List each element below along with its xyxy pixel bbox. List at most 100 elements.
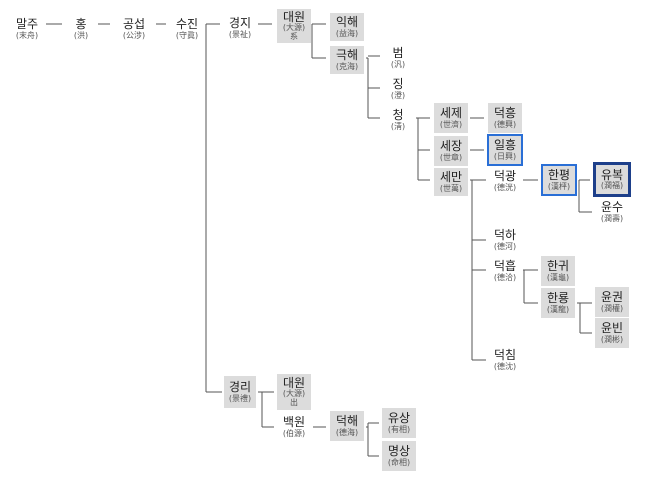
person-seojang: 세장 (世章) — [434, 136, 468, 166]
person-hanja: (末舟) — [15, 30, 39, 40]
person-hanja: (漢枰) — [547, 181, 571, 191]
person-hanja: (大源) — [282, 389, 306, 399]
person-baegwon: 백원 (伯源) — [277, 413, 311, 441]
person-hanja: (世章) — [439, 152, 463, 162]
person-hanja: (德海) — [335, 427, 359, 437]
person-deokgwang: 덕광 (德洸) — [489, 167, 521, 195]
person-cheong: 청 (淸) — [383, 106, 413, 134]
person-daewon-adopted-out: 대원 (大源) 出 — [277, 374, 311, 410]
person-name: 덕하 — [493, 228, 517, 242]
person-name: 한룡 — [546, 291, 570, 305]
person-name: 윤수 — [600, 200, 624, 214]
person-deokchim: 덕침 (德沈) — [489, 346, 521, 374]
person-name: 범 — [392, 46, 404, 60]
person-name: 청 — [392, 108, 404, 122]
person-hanja: (潤彬) — [600, 334, 624, 344]
person-yunsu: 윤수 (潤壽) — [595, 198, 629, 226]
person-name: 세만 — [439, 170, 463, 184]
person-hanja: (守眞) — [175, 30, 199, 40]
person-gyeongri: 경리 (景禮) — [224, 376, 256, 408]
person-gyeongji: 경지 (景祉) — [224, 14, 256, 42]
person-name: 윤빈 — [600, 321, 624, 335]
person-hanja: (洪) — [73, 30, 89, 40]
person-seman: 세만 (世萬) — [434, 168, 468, 196]
person-name: 덕해 — [335, 414, 359, 428]
person-hanja: (德沈) — [493, 361, 517, 371]
person-hanja: (世濟) — [439, 119, 463, 129]
person-beom: 범 (汎) — [383, 44, 413, 72]
person-name: 한평 — [547, 168, 571, 182]
person-yusang: 유상 (有相) — [382, 408, 416, 438]
person-geukhae: 극해 (克海) — [330, 46, 364, 74]
person-name: 덕흡 — [493, 259, 517, 273]
adoption-mark: 出 — [290, 397, 298, 407]
person-name: 한귀 — [546, 259, 570, 273]
person-name: 홍 — [75, 17, 87, 31]
person-name: 대원 — [282, 9, 306, 24]
person-name: 덕침 — [493, 348, 517, 362]
person-name: 명상 — [387, 444, 411, 458]
person-name: 극해 — [335, 48, 359, 62]
person-hangwi: 한귀 (漢龜) — [541, 256, 575, 286]
person-hanja: (命相) — [387, 457, 411, 467]
person-myeongsang: 명상 (命相) — [382, 441, 416, 471]
person-name: 대원 — [282, 375, 306, 390]
person-hanja: (克海) — [335, 61, 359, 71]
person-name: 일흥 — [493, 138, 517, 152]
person-deokheung: 덕흥 (德興) — [488, 103, 522, 133]
person-hanja: (景祉) — [228, 29, 252, 39]
person-name: 수진 — [175, 17, 199, 31]
person-hanja: (潤權) — [600, 303, 624, 313]
adoption-mark: 系 — [290, 31, 298, 41]
person-deokhae: 덕해 (德海) — [330, 411, 364, 441]
person-daewon-adopted-in: 대원 (大源) 系 — [277, 9, 311, 43]
person-hanja: (益海) — [335, 28, 359, 38]
person-gongseop: 공섭 (公涉) — [115, 15, 153, 43]
person-ikhae: 익해 (益海) — [330, 13, 364, 41]
person-hanpyeong: 한평 (漢枰) — [541, 164, 577, 196]
person-hanja: (漢龍) — [546, 304, 570, 314]
person-name: 경리 — [228, 380, 252, 394]
person-yunbok: 유복 (潤福) — [593, 162, 631, 197]
person-hong: 홍 (洪) — [68, 15, 94, 43]
person-hanja: (潤壽) — [600, 213, 624, 223]
person-hanja: (德興) — [493, 119, 517, 129]
person-ilheung: 일흥 (日興) — [487, 134, 523, 166]
person-name: 백원 — [282, 415, 306, 429]
person-name: 세장 — [439, 139, 463, 153]
person-hanja: (有相) — [387, 424, 411, 434]
person-deokha: 덕하 (德河) — [489, 226, 521, 254]
person-hanja: (日興) — [493, 151, 517, 161]
person-hanja: (景禮) — [228, 393, 252, 403]
person-name: 유복 — [600, 167, 624, 182]
person-name: 유상 — [387, 411, 411, 425]
person-hanja: (大源) — [282, 23, 306, 33]
person-hanja: (德洸) — [493, 182, 517, 192]
person-name: 덕흥 — [493, 106, 517, 120]
person-sujin: 수진 (守眞) — [170, 15, 204, 43]
person-yunbin: 윤빈 (潤彬) — [595, 318, 629, 348]
person-name: 공섭 — [122, 17, 146, 31]
person-name: 윤권 — [600, 290, 624, 304]
person-name: 익해 — [335, 15, 359, 29]
person-hanja: (伯源) — [282, 428, 306, 438]
person-name: 경지 — [228, 16, 252, 30]
person-name: 말주 — [15, 17, 39, 31]
person-hanja: (德洽) — [493, 272, 517, 282]
person-hanja: (德河) — [493, 241, 517, 251]
person-name: 덕광 — [493, 169, 517, 183]
person-hanja: (漢龜) — [546, 272, 570, 282]
person-jing: 징 (澄) — [383, 75, 413, 103]
person-deokheup: 덕흡 (德洽) — [489, 257, 521, 285]
person-hanja: (淸) — [390, 121, 406, 131]
person-name: 세제 — [439, 106, 463, 120]
person-hanja: (公涉) — [122, 30, 146, 40]
person-hanryong: 한룡 (漢龍) — [541, 288, 575, 318]
person-yungwon: 윤권 (潤權) — [595, 287, 629, 317]
person-hanja: (世萬) — [439, 183, 463, 193]
person-hanja: (澄) — [390, 90, 406, 100]
person-malju: 말주 (末舟) — [8, 15, 46, 43]
person-hanja: (潤福) — [600, 181, 624, 191]
person-name: 징 — [392, 77, 404, 91]
